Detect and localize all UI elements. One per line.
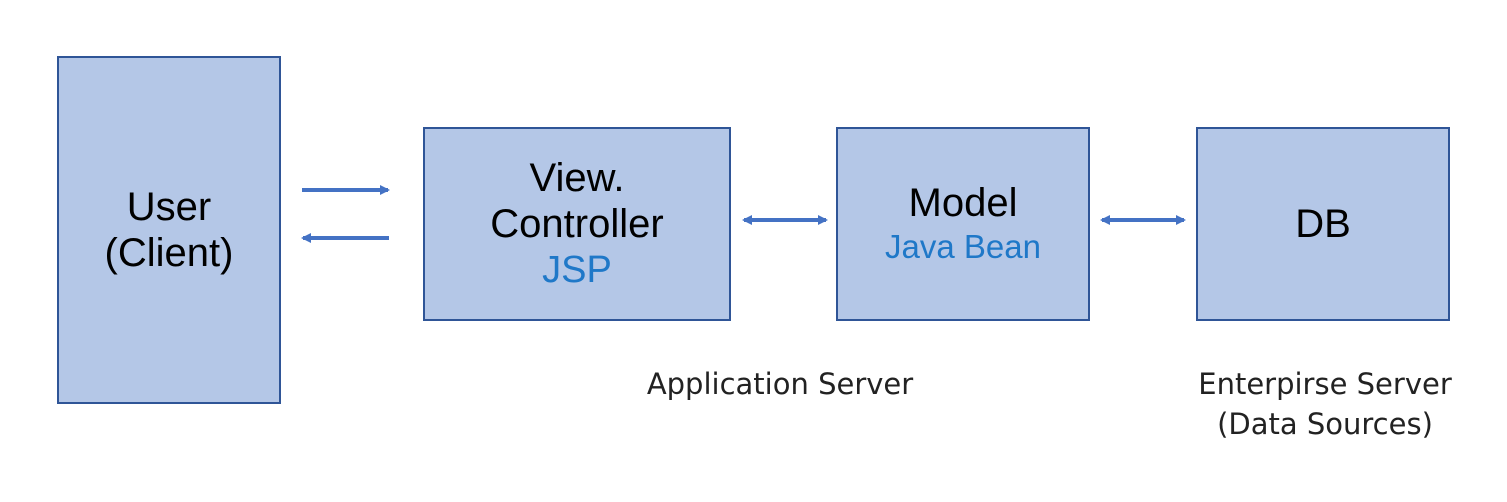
view-label: View. [529, 156, 625, 200]
controller-label: Controller [490, 202, 664, 246]
db-box: DB [1196, 127, 1450, 321]
user-client-box: User (Client) [57, 56, 281, 404]
java-bean-label: Java Bean [885, 228, 1041, 265]
application-server-caption: Application Server [646, 367, 914, 401]
user-label: User [126, 185, 212, 229]
client-label: (Client) [104, 231, 234, 275]
jsp-label: JSP [542, 249, 612, 291]
model-label: Model [908, 181, 1018, 225]
enterprise-server-label: Enterpirse Server [1198, 367, 1452, 401]
model-box: Model Java Bean [836, 127, 1090, 321]
view-controller-box: View. Controller JSP [423, 127, 731, 321]
data-sources-label: (Data Sources) [1217, 407, 1433, 441]
enterprise-server-caption: Enterpirse Server (Data Sources) [1165, 364, 1485, 444]
db-label: DB [1295, 202, 1351, 246]
